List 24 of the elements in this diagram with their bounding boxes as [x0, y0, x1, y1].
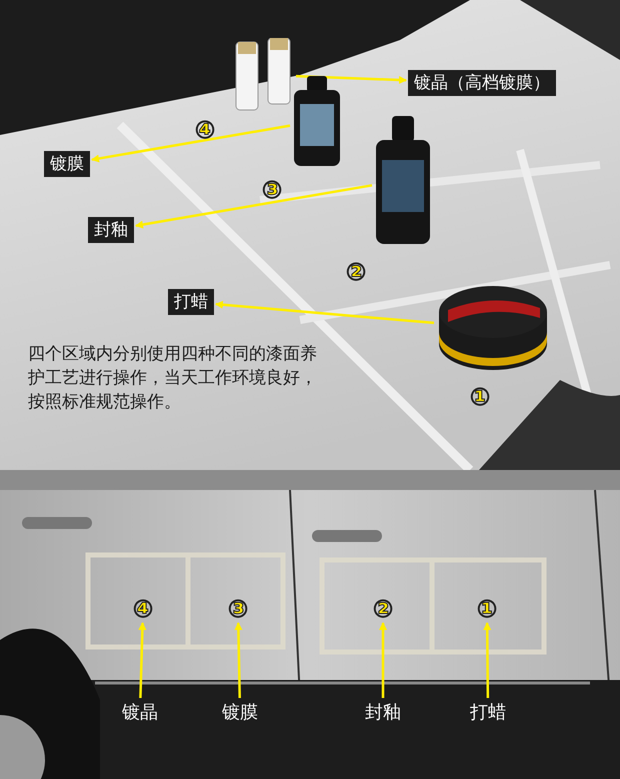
note-text: 四个区域内分别使用四种不同的漆面养护工艺进行操作，当天工作环境良好，按照标准规范操作。: [28, 343, 318, 413]
arrow: [138, 622, 146, 698]
callout-label: 镀膜: [219, 700, 261, 724]
circled-number: ①: [467, 384, 493, 410]
callout-label: 封釉: [362, 700, 404, 724]
callout-label: 镀晶: [119, 700, 161, 724]
callout-label: 镀膜: [44, 151, 90, 177]
circled-number: ③: [225, 596, 251, 622]
arrow: [91, 124, 290, 162]
arrow: [379, 622, 387, 698]
callout-label: 打蜡: [467, 700, 509, 724]
callout-label: 封釉: [88, 217, 134, 243]
arrow: [215, 300, 434, 324]
arrow: [135, 184, 372, 228]
circled-number: ③: [259, 177, 285, 203]
callout-label: 打蜡: [168, 289, 214, 315]
arrow: [234, 622, 242, 698]
arrow: [483, 622, 492, 698]
circled-number: ①: [474, 596, 500, 622]
circled-number: ②: [370, 596, 396, 622]
callout-label: 镀晶（高档镀膜）: [408, 70, 556, 96]
circled-number: ④: [192, 117, 218, 143]
circled-number: ④: [130, 596, 156, 622]
circled-number: ②: [343, 259, 369, 285]
